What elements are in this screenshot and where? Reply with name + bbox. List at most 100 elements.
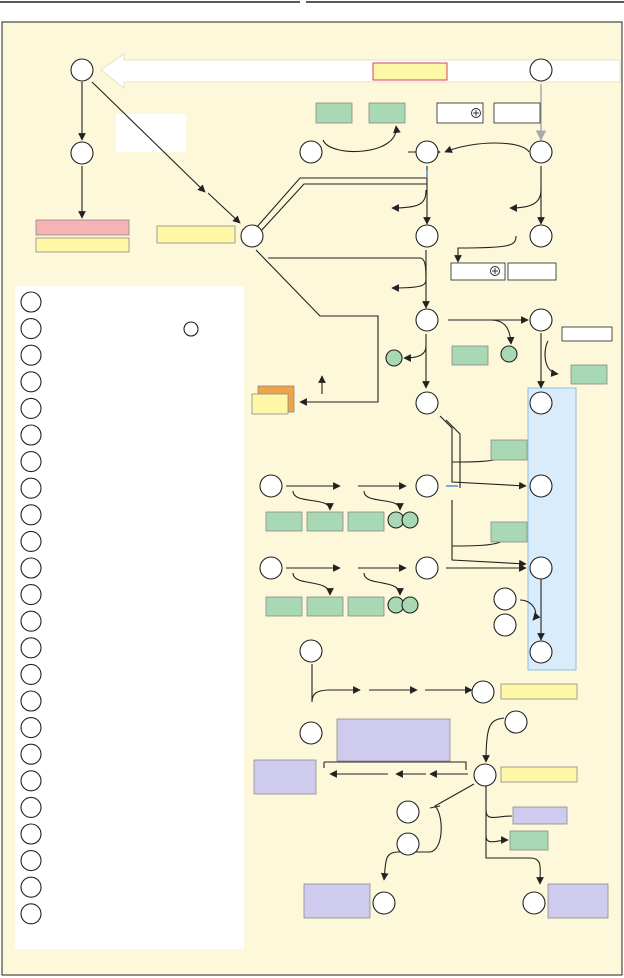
blank-nodes [70, 58, 553, 915]
blank-node-circle [500, 345, 518, 363]
blank-white-label [116, 114, 186, 152]
blank-node-circle [471, 680, 495, 704]
blank-box [265, 511, 303, 532]
legend-item-circle [20, 424, 42, 446]
legend-item-circle [20, 770, 42, 792]
connector-line [380, 783, 475, 881]
blank-box [315, 102, 353, 124]
blank-box [436, 102, 484, 124]
connector-line [268, 257, 427, 292]
connector-line [429, 805, 441, 809]
blank-node-circle [529, 58, 553, 82]
legend-item-circle [20, 451, 42, 473]
connector-line [485, 784, 544, 885]
blank-box [347, 511, 385, 532]
blank-box [547, 883, 609, 919]
connector-line [292, 490, 334, 511]
blank-node-circle [529, 140, 553, 164]
connector-line [485, 835, 509, 844]
blank-node-circle [299, 721, 323, 745]
blank-node-circle [415, 140, 439, 164]
blank-node-circle [529, 640, 553, 664]
blank-node-circle [70, 141, 94, 165]
connector-line [255, 249, 379, 406]
blank-node-circle [299, 140, 323, 164]
blank-box [336, 718, 451, 762]
legend-item-circle [20, 371, 42, 393]
blank-box [561, 326, 613, 342]
connector-line [454, 235, 517, 263]
blank-box [368, 102, 406, 124]
blank-node-circle [299, 639, 323, 663]
legend-item-circle [20, 876, 42, 898]
blank-box [306, 511, 344, 532]
legend-items [20, 291, 42, 925]
blank-box [347, 596, 385, 617]
connector-line [391, 189, 427, 212]
legend-item-circle [20, 318, 42, 340]
legend-item-circle [20, 717, 42, 739]
blank-node-circle [493, 587, 517, 611]
blank-node-circle [396, 832, 420, 856]
blank-node-circle [415, 224, 439, 248]
legend-item-circle [20, 557, 42, 579]
blank-box [490, 521, 528, 543]
blank-box [35, 237, 130, 253]
connector-line [259, 183, 427, 233]
blank-box [450, 262, 506, 281]
blank-node-circle [183, 321, 199, 337]
blank-box [500, 683, 578, 700]
blank-node-circle [401, 596, 419, 614]
connector-line [485, 809, 513, 819]
connector-line [403, 345, 427, 362]
legend-item-circle [20, 637, 42, 659]
blank-box [251, 393, 289, 415]
legend-item-circle [20, 477, 42, 499]
legend-item-circle [20, 663, 42, 685]
blank-node-circle [415, 308, 439, 332]
blank-box [512, 806, 568, 825]
blank-box [306, 596, 344, 617]
connector-line [482, 717, 505, 763]
blank-node-circle [529, 556, 553, 580]
blank-node-circle [415, 556, 439, 580]
connector-line [544, 340, 559, 377]
legend-item-circle [20, 690, 42, 712]
activation-symbols [471, 108, 500, 276]
blank-box [490, 439, 528, 461]
connector-line [490, 319, 515, 345]
connector-line [451, 500, 527, 568]
legend-item-circle [20, 610, 42, 632]
connector-line [324, 761, 467, 770]
legend-item-circle [20, 903, 42, 925]
blue-column-box [527, 387, 577, 671]
connector-line [439, 415, 527, 490]
blank-box [500, 766, 578, 783]
blank-box [253, 759, 317, 795]
connector-line [363, 572, 404, 596]
blank-node-circle [240, 224, 264, 248]
connector-line [322, 125, 401, 152]
connector-line [444, 142, 530, 153]
blank-node-circle [385, 349, 403, 367]
blank-node-circle [259, 474, 283, 498]
legend-item-circle [20, 530, 42, 552]
blank-node-circle [473, 763, 497, 787]
blank-box [451, 345, 489, 366]
blank-node-circle [401, 511, 419, 529]
blank-node-circle [529, 391, 553, 415]
legend-item-circle [20, 796, 42, 818]
blank-box [493, 102, 541, 124]
blank-boxes [35, 62, 613, 919]
blank-node-circle [259, 556, 283, 580]
legend-item-circle [20, 850, 42, 872]
blank-node-circle [415, 391, 439, 415]
connector-line [509, 189, 542, 212]
blank-node-circle [522, 891, 546, 915]
blank-box [35, 219, 130, 236]
connector-line [519, 599, 541, 621]
connector-line [91, 81, 206, 193]
connector-line [445, 419, 461, 488]
blank-box [303, 883, 371, 919]
